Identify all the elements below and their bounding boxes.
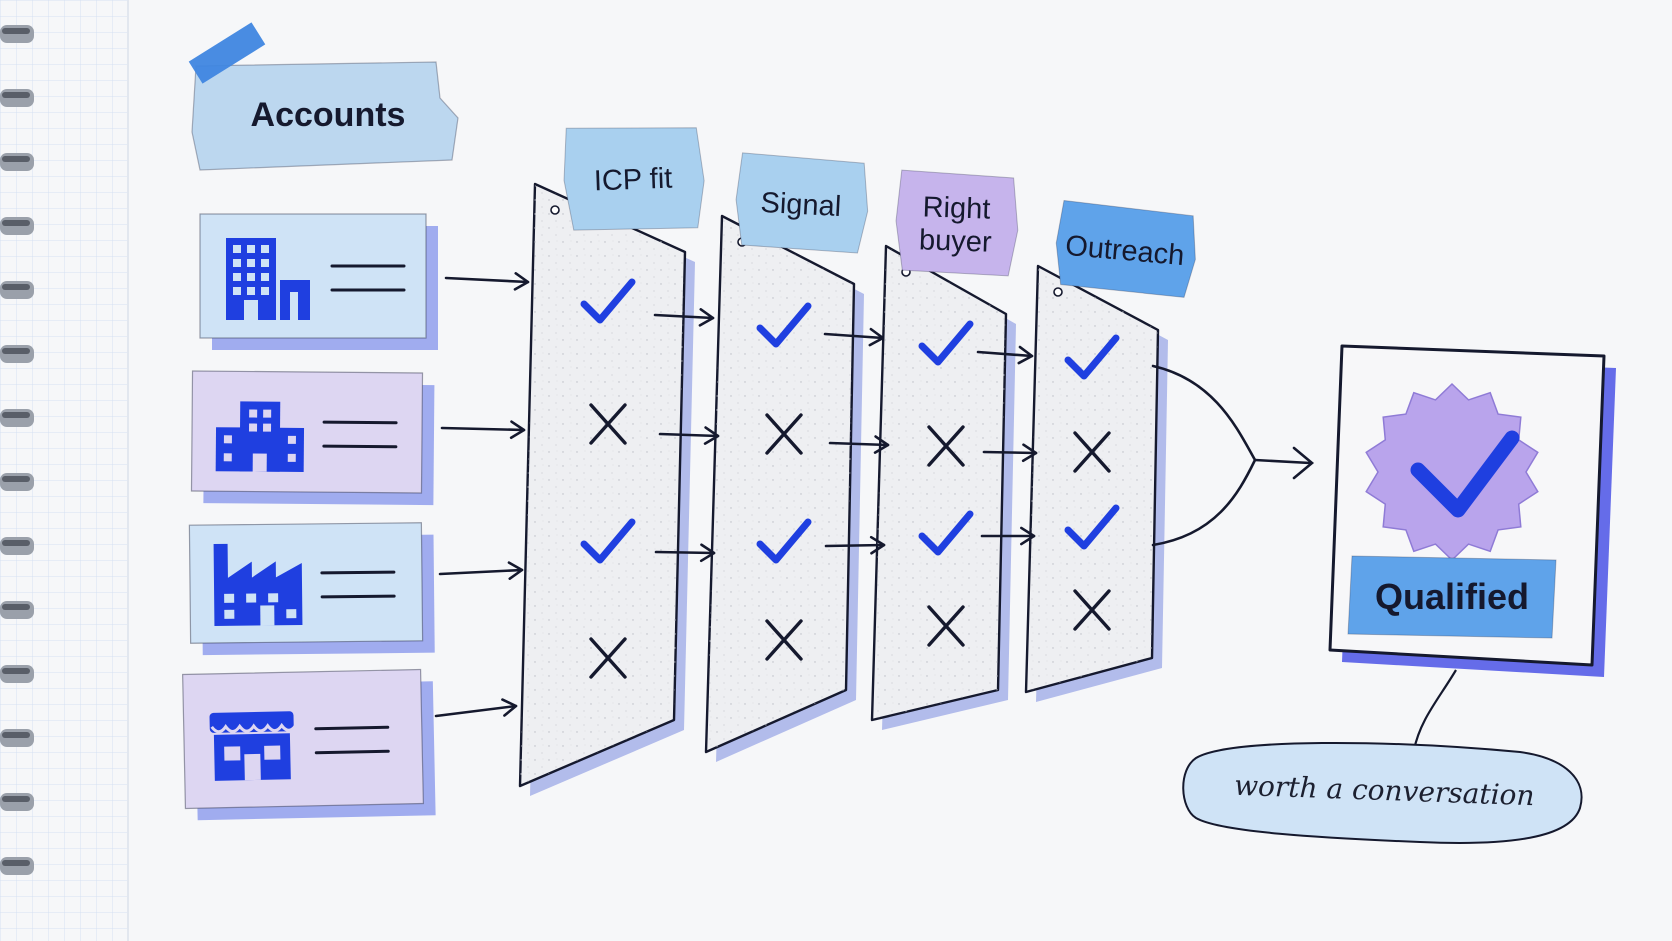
filter-label: ICP fit [593, 163, 673, 198]
filter-label: buyer [919, 224, 993, 259]
pass-check-icon [1064, 334, 1120, 380]
merge-arrow [1151, 364, 1315, 547]
pin-icon [550, 205, 560, 215]
spiral-binding [0, 25, 34, 875]
qualified-label-tag [1347, 555, 1557, 639]
account-to-filter-arrow [444, 272, 530, 291]
fail-x-icon [1073, 589, 1111, 631]
qualified-label: Qualified [1375, 576, 1529, 617]
account-card [190, 370, 435, 506]
fail-x-icon [589, 403, 627, 445]
filter-panel: Outreach [1024, 199, 1196, 702]
account-to-filter-arrow [438, 561, 524, 580]
filter-label: Signal [760, 187, 842, 223]
account-card [182, 668, 436, 821]
pass-check-icon [756, 518, 812, 564]
pass-check-icon [918, 510, 974, 556]
apartment-building-icon [215, 401, 305, 472]
stage-to-stage-arrow [976, 345, 1034, 365]
pass-check-icon [580, 518, 636, 564]
pass-check-icon [756, 302, 812, 348]
badge-check-icon [1410, 430, 1520, 518]
accounts-title: Accounts [251, 96, 406, 134]
note-bubble: worth a conversation [1182, 669, 1583, 844]
pass-check-icon [1064, 504, 1120, 550]
filter-label-tag: Signal [735, 152, 869, 254]
fail-x-icon [589, 637, 627, 679]
text-lines-icon [314, 725, 390, 755]
fail-x-icon [765, 619, 803, 661]
stage-to-stage-arrow [824, 535, 886, 555]
stage-to-stage-arrow [654, 543, 716, 563]
pass-check-icon [918, 320, 974, 366]
stage-to-stage-arrow [980, 526, 1036, 546]
text-lines-icon [330, 264, 406, 292]
account-to-filter-arrow [440, 420, 526, 440]
account-card [199, 213, 438, 350]
flow-arrows [434, 272, 1038, 718]
filter-label-tag: ICP fit [563, 127, 705, 231]
stage-to-stage-arrow [828, 435, 890, 454]
storefront-icon [209, 711, 297, 781]
stage-to-stage-arrow [823, 327, 885, 347]
accounts-title-tag: Accounts [188, 22, 459, 171]
filter-label-tag: Outreach [1055, 199, 1196, 298]
filter-panel: Signal [704, 152, 869, 762]
pass-check-icon [580, 278, 636, 324]
filter-label: Right [922, 191, 991, 225]
notebook-margin [0, 0, 129, 941]
fail-x-icon [765, 413, 803, 455]
qualified-card: Qualified [1328, 344, 1616, 677]
stage-to-stage-arrow [653, 308, 715, 327]
pin-icon [1053, 287, 1063, 297]
stage-to-stage-arrow [982, 443, 1038, 463]
stage-to-stage-arrow [658, 426, 720, 445]
washi-tape [188, 22, 266, 84]
filter-panel: ICP fit [518, 127, 705, 796]
fail-x-icon [927, 425, 965, 467]
factory-icon [213, 543, 303, 626]
account-to-filter-arrow [434, 698, 518, 718]
account-card [188, 522, 435, 656]
text-lines-icon [320, 570, 396, 599]
text-lines-icon [322, 420, 398, 449]
fail-x-icon [927, 605, 965, 647]
fail-x-icon [1073, 431, 1111, 473]
office-building-icon [226, 238, 310, 320]
accounts-list [182, 213, 438, 821]
